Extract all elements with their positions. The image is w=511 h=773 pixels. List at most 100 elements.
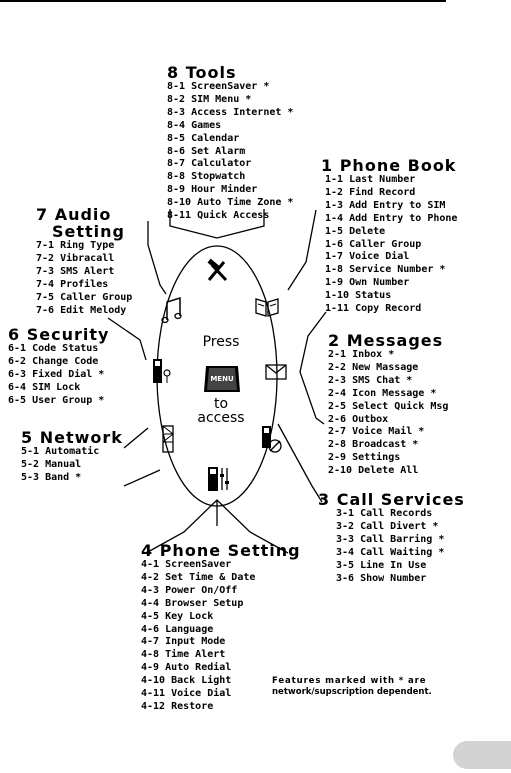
menu-list: 6-1 Code Status 6-2 Change Code 6-3 Fixe… — [8, 343, 109, 408]
menu-item: 3-3 Call Barring * — [336, 533, 445, 545]
menu-item: 6-4 SIM Lock — [8, 381, 81, 393]
network-tower-icon — [162, 425, 174, 453]
menu-item: 1-9 Own Number — [325, 277, 410, 289]
connector-audio — [147, 221, 167, 295]
menu-item: 4-7 Input Mode — [141, 636, 226, 648]
section-tools: 8 Tools 8-1 ScreenSaver * 8-2 SIM Menu *… — [167, 64, 293, 223]
connector-network — [123, 427, 149, 449]
menu-item: 8-3 Access Internet * — [167, 106, 294, 118]
menu-item: 2-4 Icon Message * — [328, 387, 437, 399]
menu-list: 3-1 Call Records 3-2 Call Divert * 3-3 C… — [318, 508, 465, 585]
connector-callservices — [277, 423, 323, 503]
section-title: 7 Audio — [36, 205, 112, 224]
menu-item: 5-1 Automatic — [21, 446, 100, 457]
menu-item: 4-4 Browser Setup — [141, 597, 244, 609]
menu-item: 4-6 Language — [141, 623, 214, 635]
section-call-services: 3 Call Services 3-1 Call Records 3-2 Cal… — [318, 491, 465, 585]
section-network: 5 Network 5-1 Automatic 5-2 Manual 5-3 B… — [21, 429, 123, 485]
menu-item: 2-7 Voice Mail * — [328, 426, 425, 438]
menu-item: 4-12 Restore — [141, 700, 214, 712]
section-messages: 2 Messages 2-1 Inbox * 2-2 New Massage 2… — [328, 332, 448, 478]
menu-item: 8-8 Stopwatch — [167, 171, 246, 183]
menu-list: 8-1 ScreenSaver * 8-2 SIM Menu * 8-3 Acc… — [167, 81, 293, 223]
menu-item: 1-8 Service Number * — [325, 264, 446, 276]
section-title: 5 Network — [21, 428, 123, 447]
menu-item: 6-3 Fixed Dial * — [8, 368, 105, 380]
section-title-line2: Setting — [52, 222, 125, 241]
section-title: 2 Messages — [328, 331, 444, 350]
section-phone-setting: 4 Phone Setting 4-1 ScreenSaver 4-2 Set … — [141, 542, 301, 714]
section-title: 3 Call Services — [318, 490, 465, 509]
menu-item: 8-9 Hour Minder — [167, 184, 258, 196]
menu-key-label: MENU — [210, 375, 234, 383]
menu-item: 1-11 Copy Record — [325, 303, 422, 315]
music-note-icon — [161, 296, 182, 324]
security-phone-icon — [153, 359, 171, 383]
menu-item: 8-11 Quick Access — [167, 210, 270, 222]
connector-phonebook — [287, 209, 317, 291]
menu-item: 1-10 Status — [325, 290, 392, 302]
menu-item: 3-1 Call Records — [336, 508, 433, 519]
menu-item: 1-1 Last Number — [325, 174, 416, 185]
menu-item: 8-4 Games — [167, 119, 222, 131]
phone-settings-icon — [208, 467, 229, 491]
menu-item: 2-2 New Massage — [328, 361, 419, 373]
footnote-line: network/supscription dependent. — [272, 687, 432, 697]
menu-item: 7-5 Caller Group — [36, 291, 133, 303]
to-label: to — [213, 396, 229, 412]
menu-list: 5-1 Automatic 5-2 Manual 5-3 Band * — [21, 446, 123, 485]
menu-item: 1-4 Add Entry to Phone — [325, 212, 458, 224]
section-title: 1 Phone Book — [321, 156, 457, 175]
menu-list: 7-1 Ring Type 7-2 Vibracall 7-3 SMS Aler… — [36, 240, 132, 317]
section-title: 8 Tools — [167, 63, 237, 82]
connector-network-2 — [123, 469, 161, 487]
top-rule — [0, 0, 446, 2]
menu-item: 3-6 Show Number — [336, 572, 427, 584]
press-label: Press — [202, 334, 240, 350]
menu-item: 4-10 Back Light — [141, 675, 232, 687]
menu-item: 1-7 Voice Dial — [325, 251, 410, 263]
menu-key-icon: MENU — [203, 364, 241, 394]
menu-item: 7-4 Profiles — [36, 278, 109, 290]
menu-item: 4-5 Key Lock — [141, 610, 214, 622]
menu-item: 2-3 SMS Chat * — [328, 374, 413, 386]
page-tab — [453, 741, 511, 769]
menu-item: 1-2 Find Record — [325, 186, 416, 198]
menu-item: 7-3 SMS Alert — [36, 265, 115, 277]
menu-item: 4-1 ScreenSaver — [141, 559, 232, 570]
menu-item: 4-9 Auto Redial — [141, 662, 232, 674]
section-title: 4 Phone Setting — [141, 541, 301, 560]
menu-list: 2-1 Inbox * 2-2 New Massage 2-3 SMS Chat… — [328, 349, 448, 478]
menu-item: 8-10 Auto Time Zone * — [167, 197, 294, 209]
call-services-icon — [262, 426, 282, 453]
menu-item: 2-5 Select Quick Msg — [328, 400, 449, 412]
connector-messages — [299, 311, 327, 425]
menu-item: 7-1 Ring Type — [36, 240, 115, 251]
menu-item: 2-9 Settings — [328, 452, 401, 464]
menu-item: 8-5 Calendar — [167, 132, 240, 144]
menu-item: 2-6 Outbox — [328, 413, 389, 425]
menu-item: 4-3 Power On/Off — [141, 584, 238, 596]
section-security: 6 Security 6-1 Code Status 6-2 Change Co… — [8, 326, 109, 408]
menu-item: 2-10 Delete All — [328, 465, 419, 477]
menu-item: 8-1 ScreenSaver * — [167, 81, 270, 92]
menu-item: 1-3 Add Entry to SIM — [325, 199, 446, 211]
section-audio-setting: 7 Audio Setting 7-1 Ring Type 7-2 Vibrac… — [36, 206, 132, 317]
menu-item: 7-2 Vibracall — [36, 252, 115, 264]
phone-book-icon — [255, 298, 279, 317]
menu-item: 6-5 User Group * — [8, 394, 105, 406]
menu-item: 8-2 SIM Menu * — [167, 93, 252, 105]
tools-icon — [207, 258, 228, 282]
menu-item: 4-11 Voice Dial — [141, 688, 232, 700]
menu-item: 6-1 Code Status — [8, 343, 99, 354]
footnote: Features marked with * are network/supsc… — [272, 676, 432, 698]
menu-item: 8-7 Calculator — [167, 158, 252, 170]
menu-list: 4-1 ScreenSaver 4-2 Set Time & Date 4-3 … — [141, 559, 301, 714]
menu-item: 3-4 Call Waiting * — [336, 546, 445, 558]
menu-item: 1-5 Delete — [325, 225, 386, 237]
menu-list: 1-1 Last Number 1-2 Find Record 1-3 Add … — [321, 174, 457, 316]
access-label: access — [197, 410, 245, 426]
connector-security — [107, 317, 147, 361]
connector-tools — [169, 209, 265, 239]
